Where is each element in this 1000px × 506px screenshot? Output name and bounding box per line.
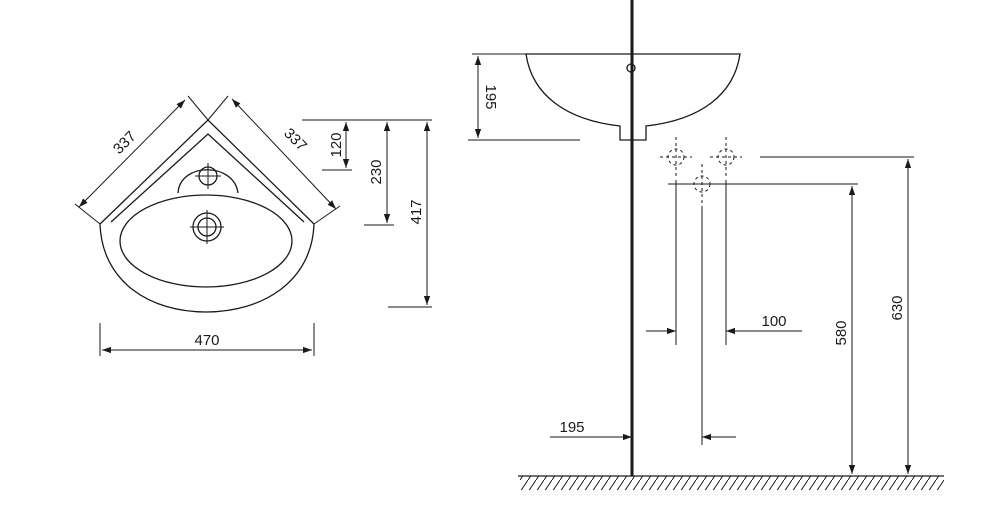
depth-dimensions: 120 230 417 <box>302 119 432 308</box>
dimension-630: 630 <box>889 159 912 474</box>
dimension-label: 470 <box>194 332 219 349</box>
dimension-337-right: 337 <box>207 95 341 225</box>
top-view: 337 337 470 120 230 417 <box>74 95 432 356</box>
dimension-195-offset: 195 <box>550 419 736 441</box>
basin-outer-outline <box>99 119 315 313</box>
dimension-label: 630 <box>889 295 906 320</box>
side-view: 195 100 <box>468 0 944 490</box>
dimension-580: 580 <box>833 186 856 474</box>
dimension-label: 417 <box>408 199 425 224</box>
dimension-label: 100 <box>761 313 786 330</box>
dimension-label: 195 <box>559 419 584 436</box>
basin-side-profile <box>525 53 741 141</box>
dimension-label: 337 <box>110 128 140 158</box>
dimension-label: 337 <box>280 125 310 155</box>
overflow-hole-icon <box>626 63 636 73</box>
dimension-470: 470 <box>99 323 315 356</box>
dimension-337-left: 337 <box>74 95 209 225</box>
dimension-label: 580 <box>833 320 850 345</box>
supply-valve-right-icon <box>710 137 742 177</box>
basin-bowl <box>119 194 293 288</box>
dimension-label: 195 <box>482 84 499 109</box>
drain-hole-icon <box>190 210 224 244</box>
dimension-label: 120 <box>328 132 345 157</box>
dimension-100: 100 <box>646 313 802 335</box>
dimension-195-basin: 195 <box>468 53 580 141</box>
floor <box>518 475 944 490</box>
dimension-label: 230 <box>368 159 385 184</box>
tap-hole-icon <box>195 163 221 189</box>
supply-valve-left-icon <box>660 137 692 177</box>
